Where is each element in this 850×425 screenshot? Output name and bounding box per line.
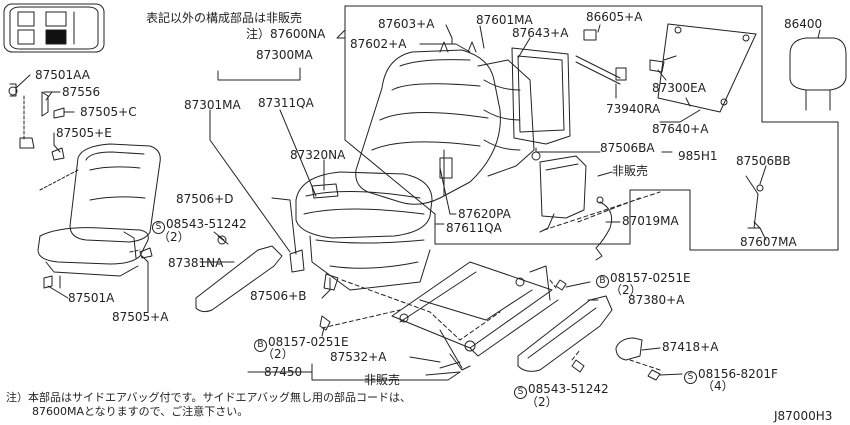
bolt-qty-b-left: （2） (262, 347, 294, 361)
bolt-qty-s-lower: （2） (526, 395, 558, 409)
bolt-code: 08543-51242 (166, 217, 247, 231)
bolt-code: 08156-8201F (698, 367, 778, 381)
s-symbol: S (514, 386, 527, 399)
label-73940ra[interactable]: 73940RA (606, 102, 661, 116)
headrest-guide (575, 29, 627, 85)
label-87418a[interactable]: 87418+A (662, 340, 719, 354)
bolt-qty-s-upper: （2） (158, 230, 190, 244)
label-87506ba[interactable]: 87506BA (600, 141, 655, 155)
label-87505a[interactable]: 87505+A (112, 310, 169, 324)
diagram-code: J87000H3 (774, 409, 833, 423)
assembly-boundary (336, 5, 839, 251)
main-part-note[interactable]: 注）87600NA (246, 27, 326, 41)
back-board (511, 47, 571, 145)
cushion-frame (309, 235, 431, 291)
dashed-boundaries (321, 191, 661, 371)
footnote-line-2: 87600MAとなりますので、ご注意下さい。 (32, 405, 249, 418)
label-87380a[interactable]: 87380+A (628, 293, 685, 307)
not-sold-label-upper: 非販売 (612, 164, 649, 178)
bolt-code: 08157-0251E (610, 271, 691, 285)
seat-outer-trim (517, 295, 613, 372)
label-87506bb[interactable]: 87506BB (736, 154, 791, 168)
label-87300ea[interactable]: 87300EA (652, 81, 706, 95)
side-airbag-module (531, 151, 587, 233)
label-87643a[interactable]: 87643+A (512, 26, 569, 40)
s-symbol: S (684, 371, 697, 384)
label-87556[interactable]: 87556 (62, 85, 101, 99)
label-87501aa[interactable]: 87501AA (35, 68, 90, 82)
bolts-screws (555, 279, 683, 381)
label-87505c[interactable]: 87505+C (80, 105, 137, 119)
back-cover (649, 23, 757, 113)
b-symbol: B (596, 275, 609, 288)
label-87532a[interactable]: 87532+A (330, 350, 387, 364)
not-sold-label-lower: 非販売 (364, 373, 401, 387)
label-87019ma[interactable]: 87019MA (622, 214, 679, 228)
label-87602a[interactable]: 87602+A (350, 37, 407, 51)
label-87505e[interactable]: 87505+E (56, 126, 112, 140)
footnote-line-1: 注）本部品はサイドエアバッグ付です。サイドエアバッグ無し用の部品コードは、 (6, 391, 412, 404)
left-small-parts (8, 83, 153, 289)
label-87501a[interactable]: 87501A (68, 291, 115, 305)
label-87620pa[interactable]: 87620PA (458, 207, 511, 221)
seat-back-frame (477, 59, 535, 177)
label-87506d[interactable]: 87506+D (176, 192, 234, 206)
label-87301ma[interactable]: 87301MA (184, 98, 241, 112)
seat-side-trim (195, 235, 305, 313)
label-87607ma[interactable]: 87607MA (740, 235, 797, 249)
vehicle-locator-icon (3, 3, 105, 53)
label-87601ma[interactable]: 87601MA (476, 13, 533, 27)
label-87640a[interactable]: 87640+A (652, 122, 709, 136)
bolt-code: 08157-0251E (268, 335, 349, 349)
lever-knob (615, 337, 643, 361)
label-86400[interactable]: 86400 (784, 17, 823, 31)
headrest (789, 37, 847, 111)
bolt-qty-b-right: （2） (610, 283, 642, 297)
bolt-code: 08543-51242 (528, 382, 609, 396)
seat-slide-rail (319, 261, 559, 371)
label-87450[interactable]: 87450 (264, 365, 303, 379)
label-985h1[interactable]: 985H1 (678, 149, 718, 163)
label-87320na[interactable]: 87320NA (290, 148, 346, 162)
label-87603a[interactable]: 87603+A (378, 17, 435, 31)
seat-cushion (295, 171, 433, 239)
airbag-harness (595, 196, 613, 261)
label-87506b[interactable]: 87506+B (250, 289, 307, 303)
label-87311qa[interactable]: 87311QA (258, 96, 314, 110)
small-seat-illustration (37, 143, 161, 289)
label-87300ma[interactable]: 87300MA (256, 48, 313, 62)
lumbar-rod (745, 175, 764, 229)
label-87381na[interactable]: 87381NA (168, 256, 224, 270)
label-86605a[interactable]: 86605+A (586, 10, 643, 24)
bolt-qty-s-08156: （4） (702, 379, 734, 393)
label-87611qa[interactable]: 87611QA (446, 221, 502, 235)
leader-lines (15, 24, 821, 381)
s-symbol: S (152, 221, 165, 234)
b-symbol: B (254, 339, 267, 352)
header-note: 表記以外の構成部品は非販売 (146, 11, 303, 25)
